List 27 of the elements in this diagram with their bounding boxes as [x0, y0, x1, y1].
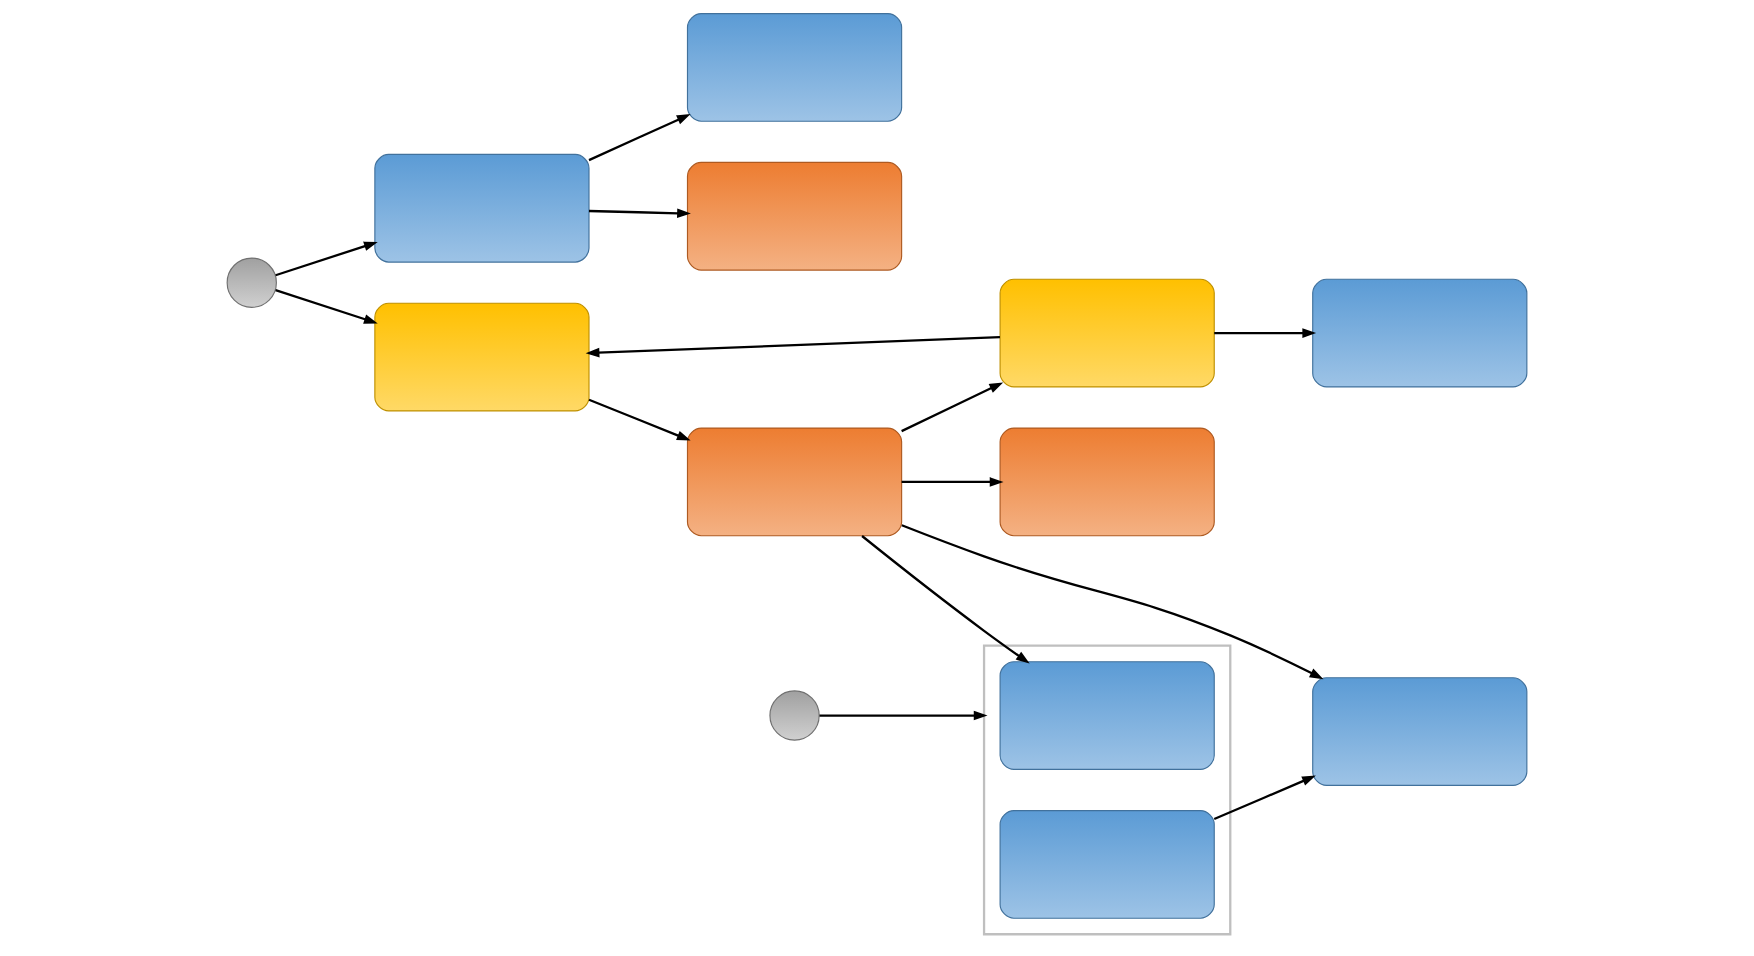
- node-box: [686, 427, 903, 536]
- arrow: [819, 710, 988, 720]
- node-box: [374, 153, 590, 263]
- arrow: [1214, 327, 1317, 338]
- arrow: [588, 398, 691, 441]
- node-box: [374, 302, 590, 411]
- node-box: [999, 278, 1215, 387]
- arrow: [588, 113, 691, 161]
- arrow: [275, 288, 378, 324]
- arrow: [901, 381, 1004, 432]
- node-circle: [769, 689, 820, 741]
- node-circle: [226, 257, 277, 308]
- node-box: [999, 660, 1215, 770]
- arrow: [861, 534, 1030, 664]
- node-box: [686, 12, 903, 122]
- arrow: [585, 335, 1000, 357]
- arrow: [901, 523, 1324, 679]
- arrow: [588, 207, 691, 218]
- node-box: [999, 427, 1215, 536]
- arrow: [1213, 775, 1316, 820]
- node-box: [1312, 278, 1528, 387]
- arrow: [901, 476, 1004, 487]
- arrow: [275, 241, 378, 276]
- node-box: [1312, 676, 1528, 786]
- cluster: [982, 644, 1232, 935]
- node-box: [686, 161, 903, 271]
- node-box: [999, 809, 1215, 919]
